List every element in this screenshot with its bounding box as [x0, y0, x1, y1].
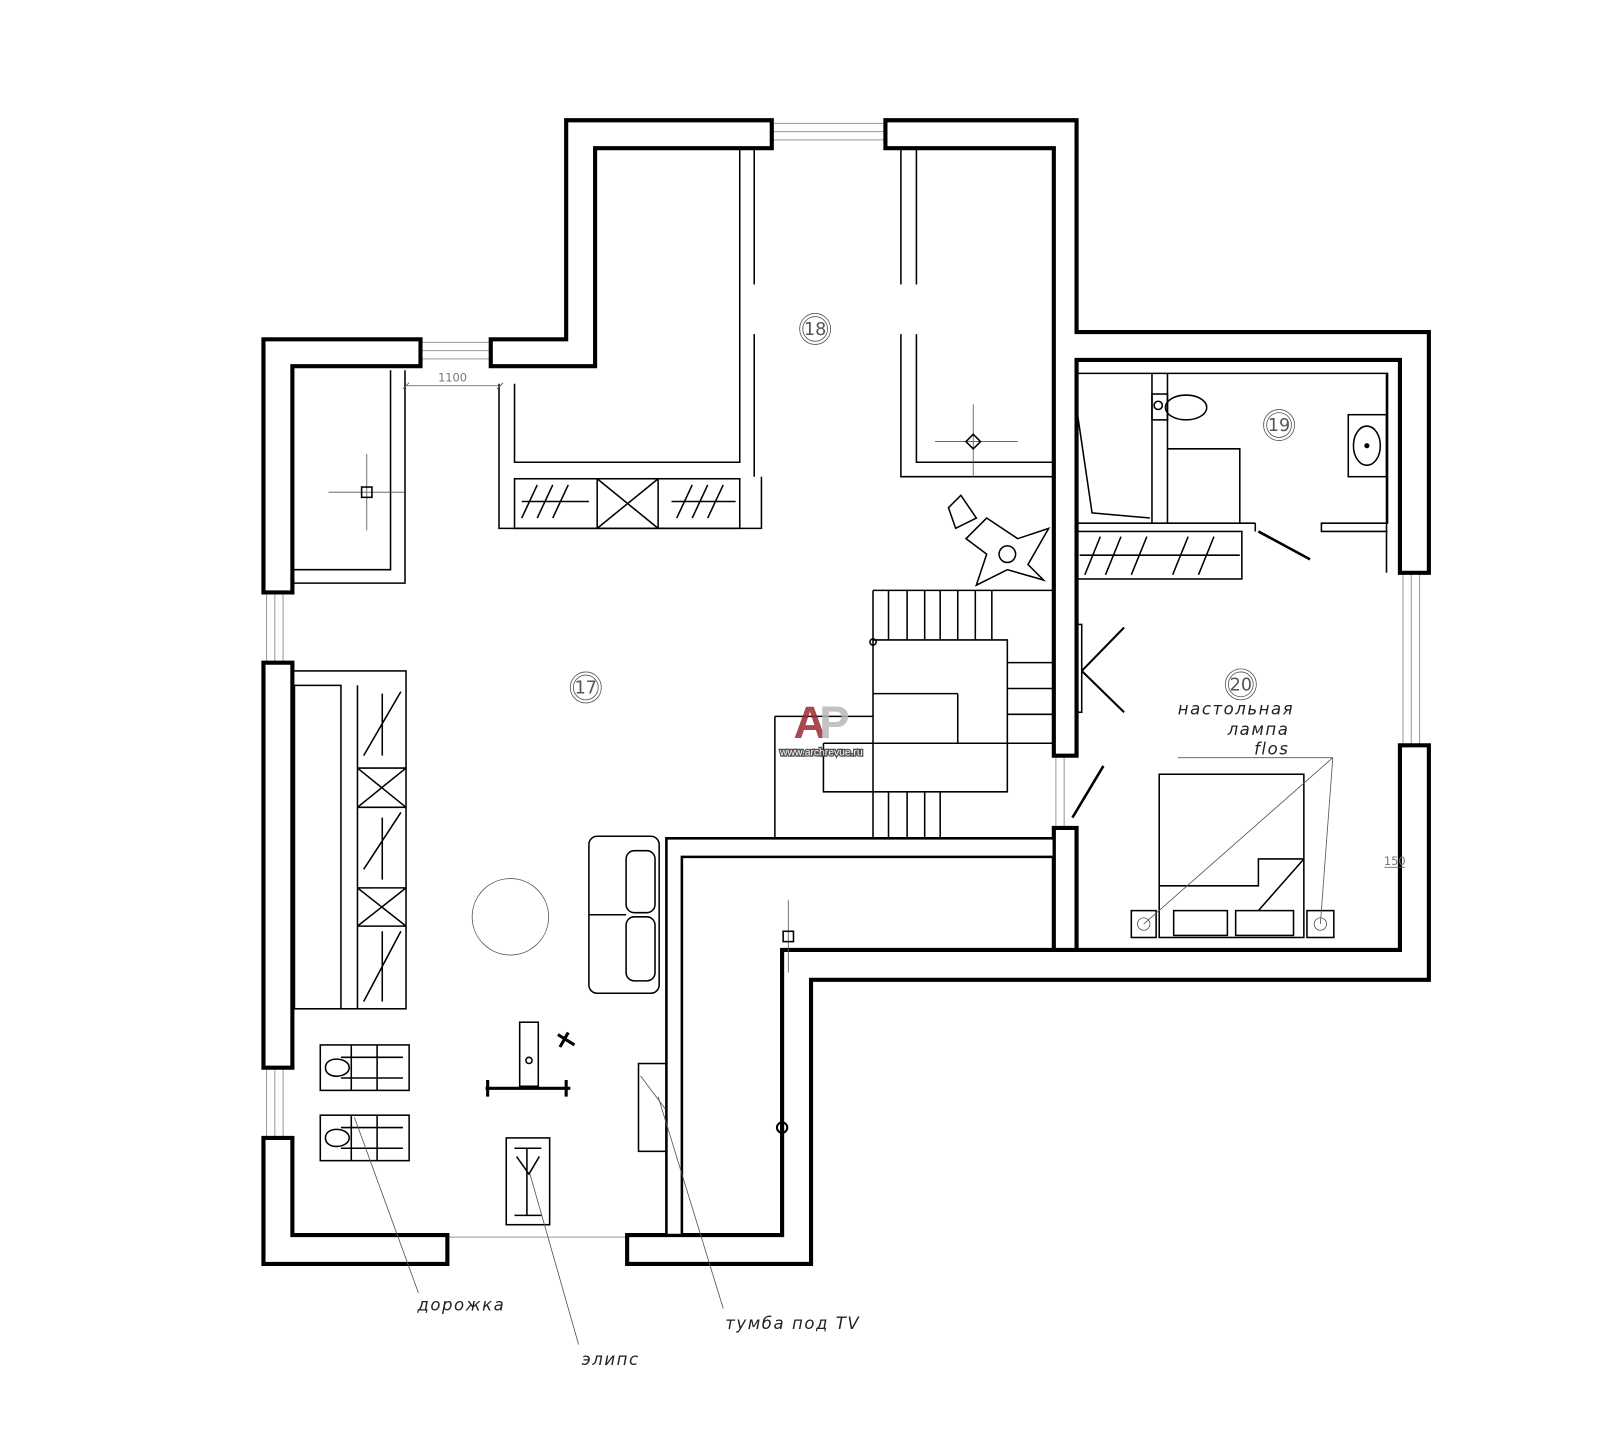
ellipse-label: элипс: [582, 1350, 640, 1369]
room-19-number: 19: [1268, 416, 1290, 436]
partitions: [292, 148, 1389, 584]
lamp-label-line2: лампа: [1227, 720, 1290, 739]
doors: [1071, 530, 1311, 819]
wardrobe-top: [513, 477, 741, 530]
room-18-number: 18: [804, 320, 826, 340]
tv-stand-label: тумба под TV: [725, 1314, 860, 1333]
elliptical-trainer: [505, 1137, 551, 1226]
sink: [1347, 413, 1388, 478]
room-17-number: 17: [575, 679, 597, 699]
watermark-p: P: [819, 697, 849, 748]
toilet: [1151, 393, 1208, 421]
round-table: [471, 878, 550, 956]
dimension-150: 150: [1384, 854, 1406, 868]
room-20-marker: 20: [1224, 668, 1257, 701]
leader-lines: [353, 757, 1334, 1345]
room-19-marker: 19: [1263, 409, 1295, 441]
dimension-1100: 1100: [438, 371, 467, 385]
lamp-label-line1: настольная: [1178, 699, 1294, 718]
treadmill-label: дорожка: [416, 1295, 505, 1314]
watermark-url: www.archrevue.ru: [779, 748, 863, 759]
watermark-a: A: [793, 697, 826, 748]
room-17-marker: 17: [569, 671, 602, 704]
tv-stand: [637, 1062, 668, 1153]
ceiling-lights: [328, 404, 1018, 1134]
lamp-label-line3: flos: [1254, 740, 1289, 759]
wardrobe-bath: [1075, 530, 1243, 580]
bed: [1130, 773, 1335, 939]
wardrobe-left: [291, 670, 407, 1010]
room-18-marker: 18: [799, 313, 832, 345]
walls: [261, 118, 1431, 1267]
treadmills: [319, 1044, 410, 1162]
sofa: [588, 835, 660, 995]
windows: [266, 122, 1421, 1238]
plant: [947, 494, 1051, 587]
room-20-number: 20: [1230, 676, 1252, 696]
dimension-window: 1100: [402, 371, 504, 390]
dimension-wall: 150: [1384, 854, 1406, 868]
weight-bench: [485, 1021, 576, 1097]
staircase: [774, 589, 1054, 839]
watermark: A P www.archrevue.ru: [778, 697, 864, 760]
